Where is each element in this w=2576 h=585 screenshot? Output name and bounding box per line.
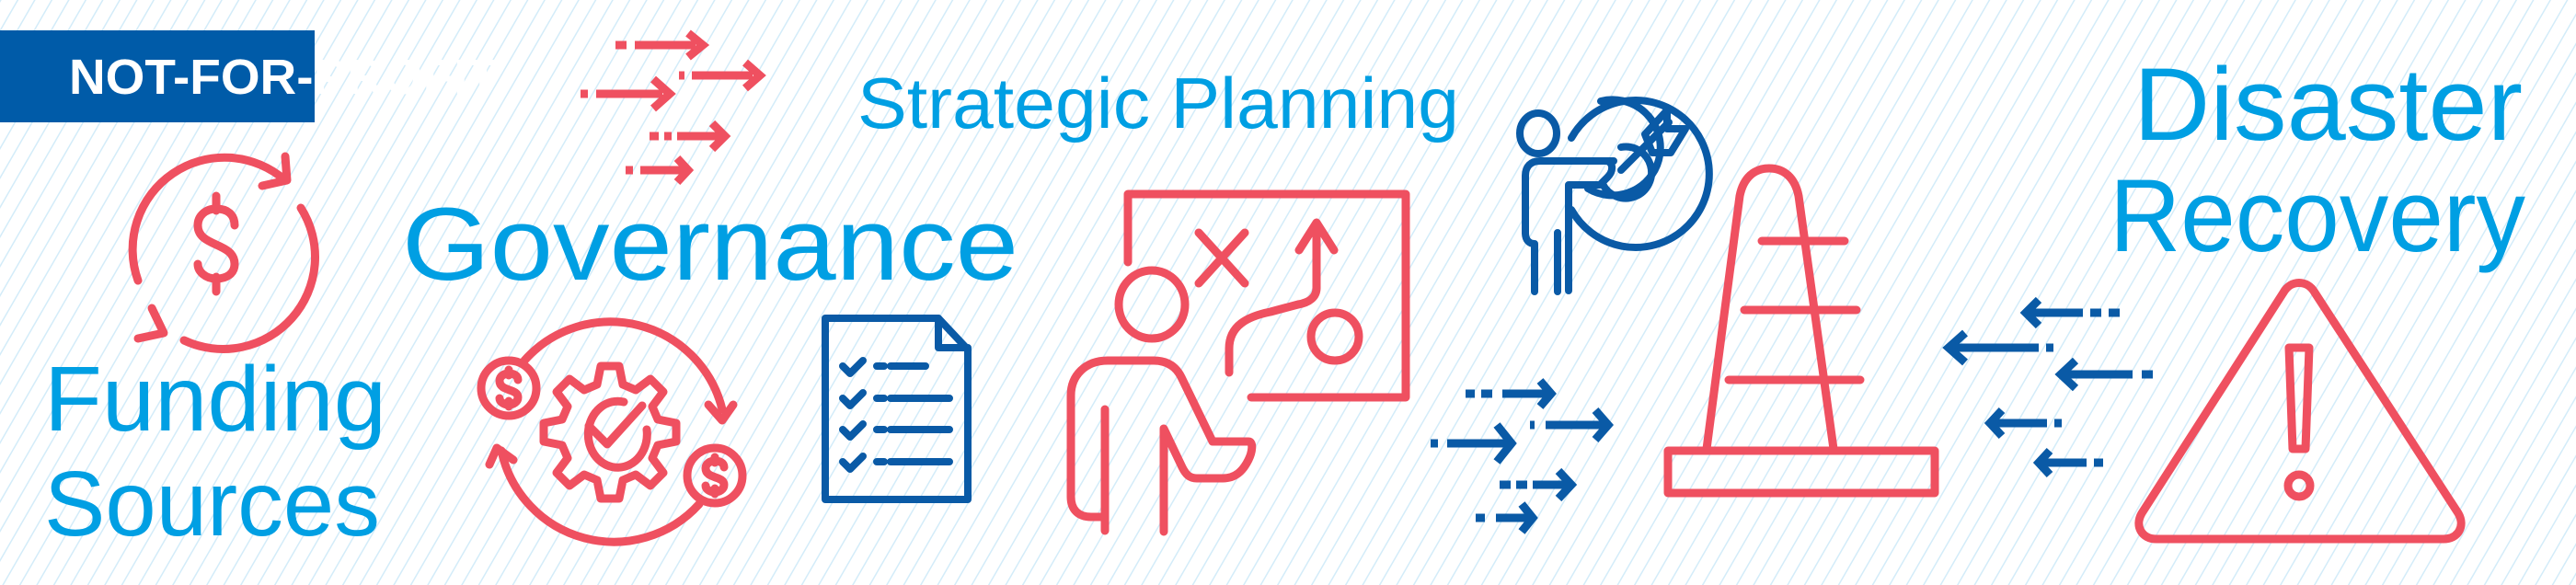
governance-heading: Governance (402, 187, 1018, 302)
target-person-icon (1516, 96, 1713, 295)
disaster-recovery-heading-line2: Recovery (2110, 158, 2525, 273)
disaster-recovery-heading-line1: Disaster (2133, 47, 2523, 162)
whiteboard-presenter-icon (1066, 189, 1410, 536)
warning-triangle-icon (2134, 279, 2466, 544)
badge-label: NOT-FOR-PROFIT (69, 50, 499, 105)
traffic-cone-icon (1663, 164, 1939, 498)
gear-money-cycle-icon (477, 317, 747, 546)
funding-cycle-icon (128, 152, 319, 353)
not-for-profit-badge: NOT-FOR-PROFIT (0, 30, 499, 122)
checklist-document-icon (822, 315, 972, 503)
arrows-left-blue-icon (1942, 296, 2153, 478)
arrows-right-blue-icon (1431, 378, 1614, 534)
arrows-right-red-icon (581, 29, 766, 186)
strategic-planning-heading: Strategic Planning (857, 63, 1459, 143)
funding-sources-heading-line1: Funding (44, 348, 386, 451)
funding-sources-heading-line2: Sources (44, 453, 380, 556)
